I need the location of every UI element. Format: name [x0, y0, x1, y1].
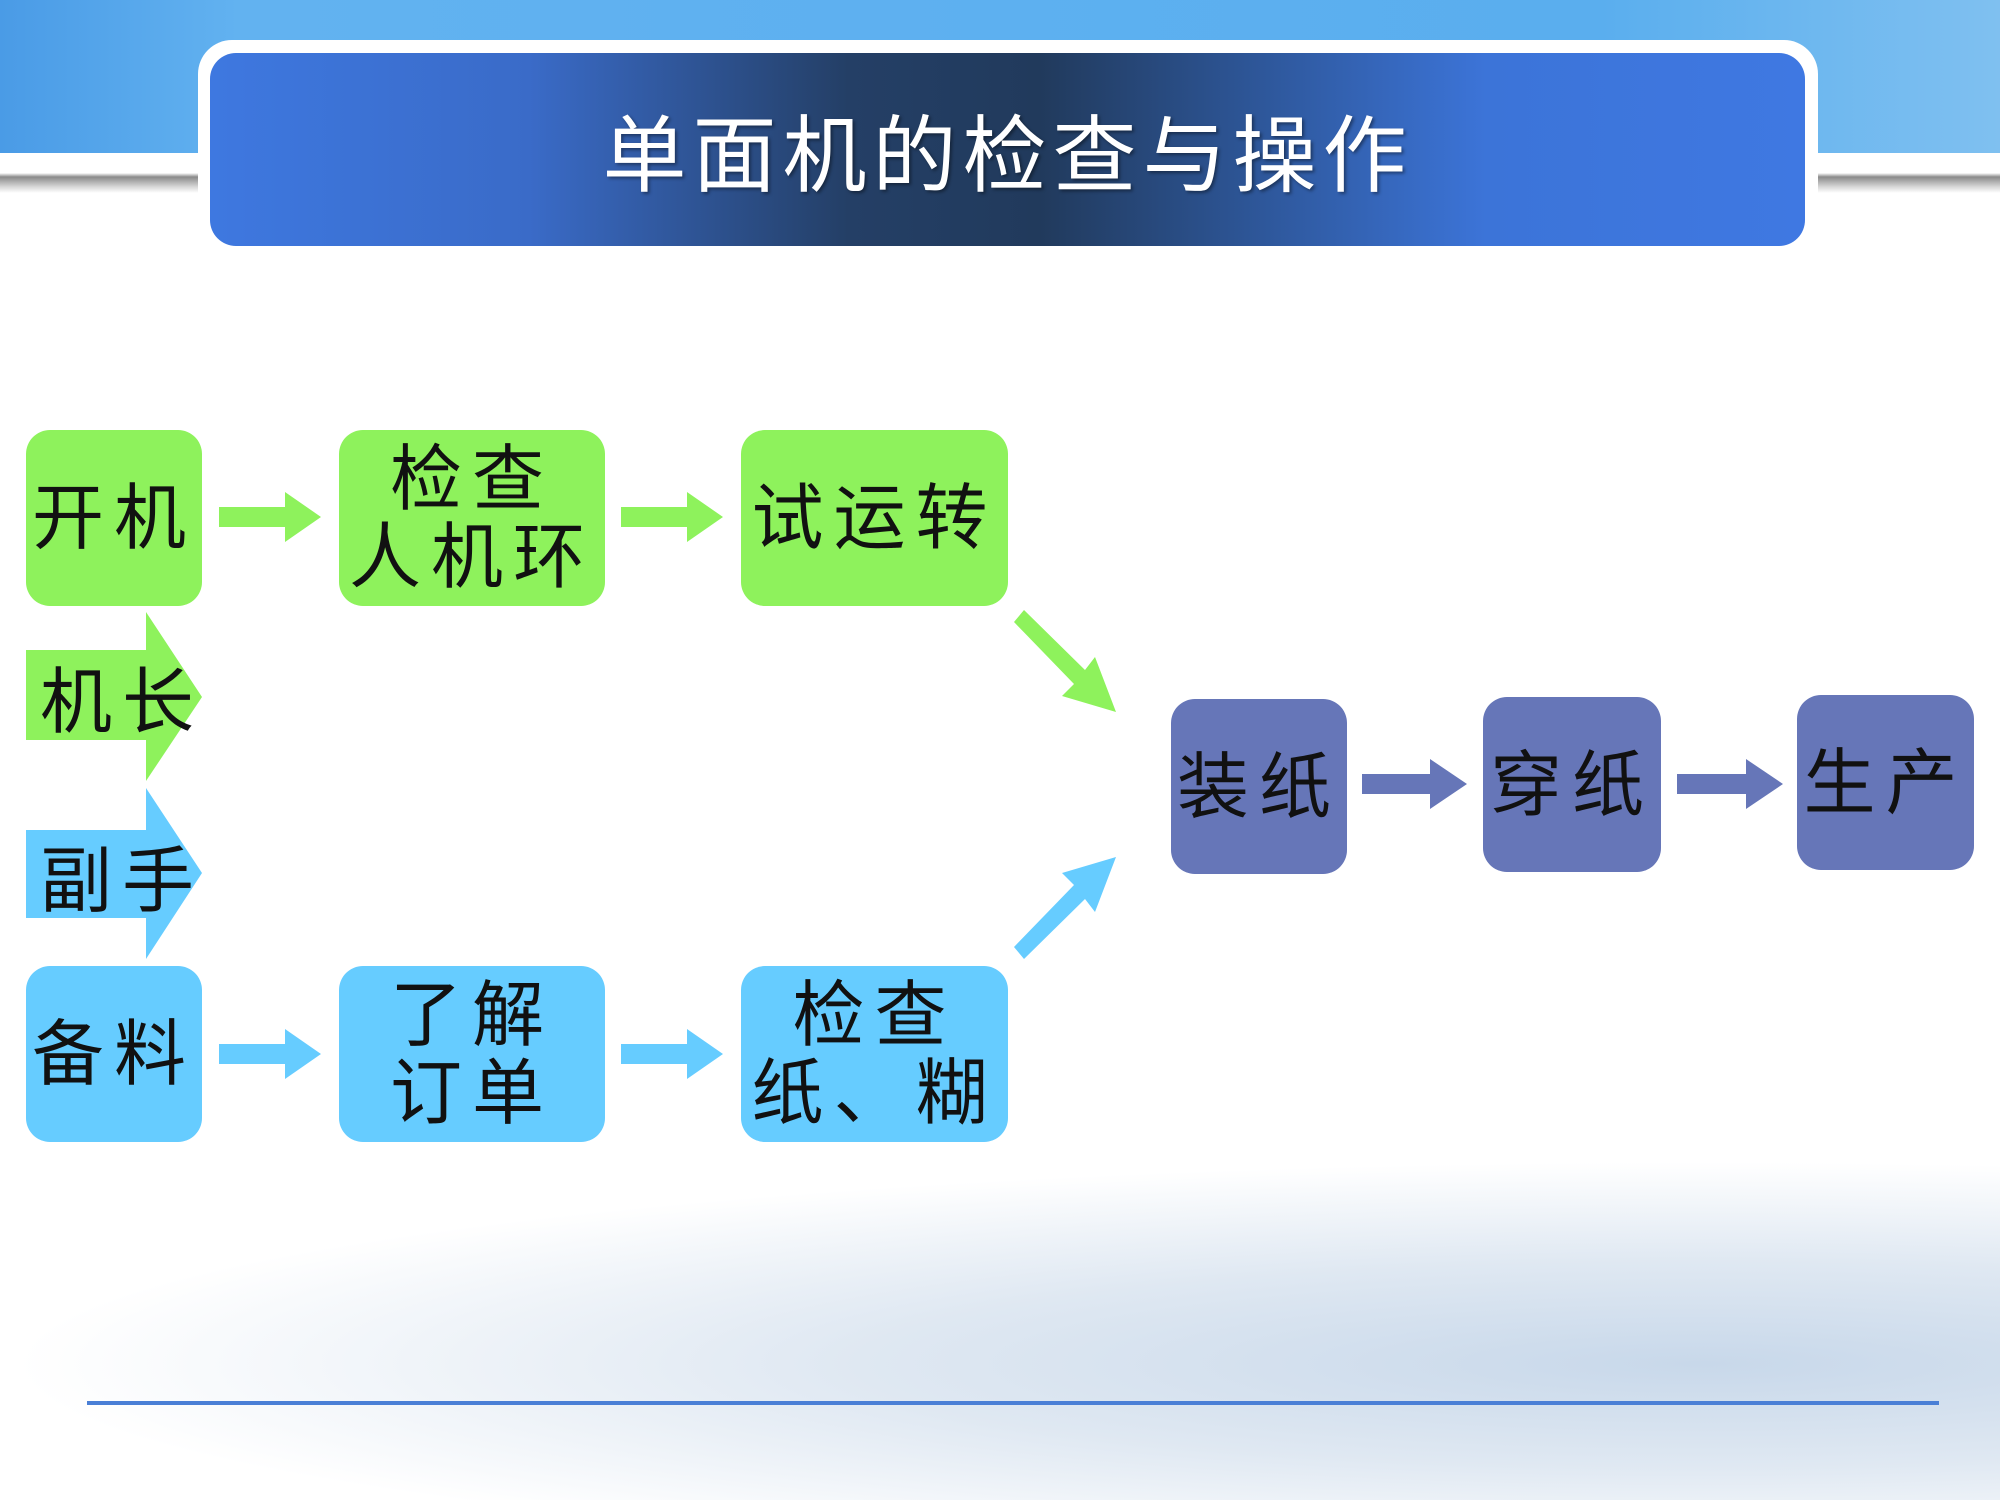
- role-arrow-captain: [26, 612, 202, 781]
- arrow-diagonal-up-icon: [1014, 857, 1116, 959]
- step-load-paper: 装纸: [1171, 699, 1347, 874]
- footer-divider: [87, 1401, 1939, 1405]
- role-assistant: 副手: [26, 830, 206, 923]
- arrow-right-icon: [1362, 759, 1467, 809]
- slide-title: 单面机的检查与操作: [602, 107, 1413, 205]
- step-label: 装纸: [1176, 744, 1341, 829]
- step-label: 检查 人机环: [348, 437, 595, 599]
- role-label: 机长: [40, 659, 205, 744]
- step-label: 穿纸: [1489, 742, 1654, 827]
- step-test-run: 试运转: [741, 430, 1008, 606]
- step-inspect-paper-glue: 检查 纸、糊: [741, 966, 1008, 1142]
- title-box: 单面机的检查与操作: [210, 53, 1805, 246]
- arrow-right-icon: [621, 1029, 723, 1079]
- step-label: 生产: [1803, 740, 1968, 825]
- step-label: 检查 纸、糊: [751, 973, 998, 1135]
- role-arrow-assistant: [26, 788, 202, 959]
- arrow-diagonal-down-icon: [1014, 610, 1116, 712]
- step-review-order: 了解 订单: [339, 966, 605, 1142]
- step-prepare-materials: 备料: [26, 966, 202, 1142]
- step-thread-paper: 穿纸: [1483, 697, 1661, 872]
- arrow-right-icon: [219, 492, 321, 542]
- arrow-right-icon: [1677, 759, 1783, 809]
- step-label: 开机: [31, 476, 196, 560]
- arrow-right-icon: [621, 492, 723, 542]
- role-captain: 机长: [26, 650, 206, 744]
- step-production: 生产: [1797, 695, 1974, 870]
- role-label: 副手: [40, 838, 205, 923]
- step-label: 备料: [31, 1012, 196, 1096]
- step-label: 试运转: [751, 476, 998, 560]
- step-inspect-man-machine-env: 检查 人机环: [339, 430, 605, 606]
- background-keyboard-image: [0, 1160, 2000, 1500]
- step-power-on: 开机: [26, 430, 202, 606]
- arrow-right-icon: [219, 1029, 321, 1079]
- step-label: 了解 订单: [389, 973, 554, 1135]
